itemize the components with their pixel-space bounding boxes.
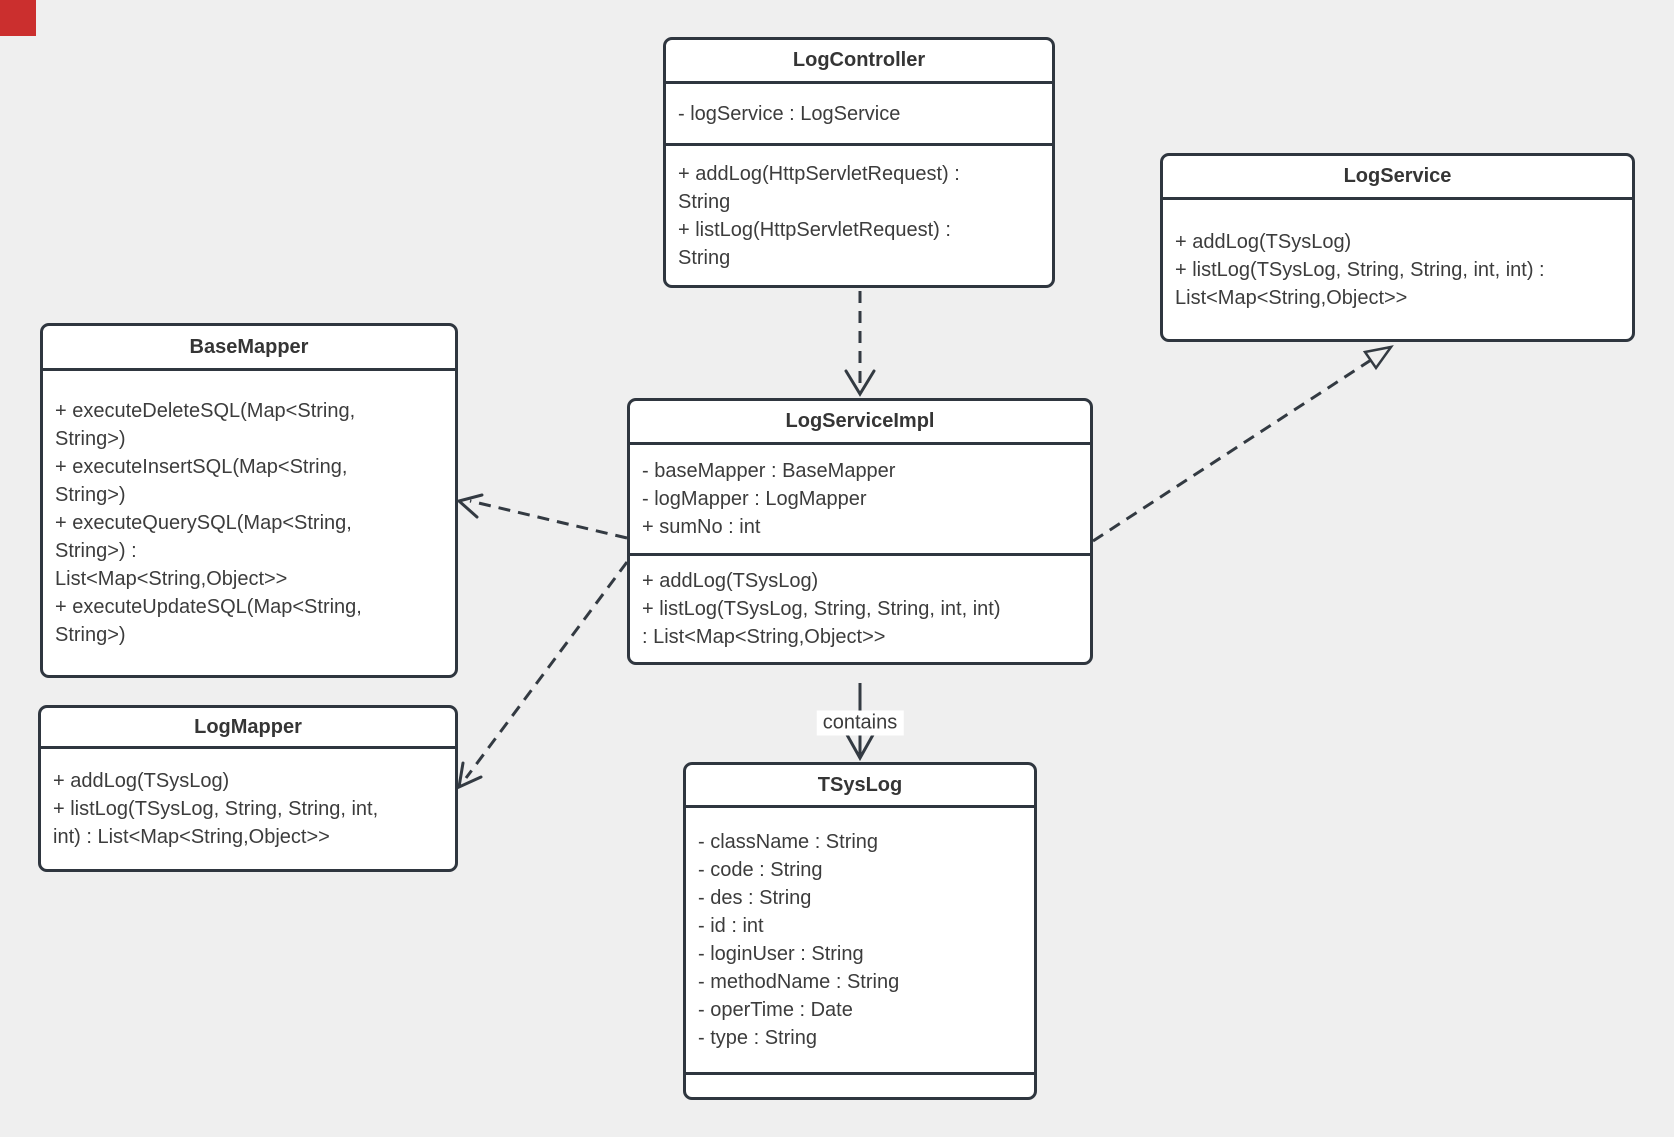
method: String>): [55, 484, 126, 506]
method: + executeUpdateSQL(Map<String,: [55, 596, 362, 618]
class-logcontroller[interactable]: LogController - logService : LogService …: [663, 37, 1055, 288]
arrowhead-open-basemapper: [455, 493, 484, 519]
attribute: - code : String: [698, 859, 823, 881]
attribute: - loginUser : String: [698, 943, 864, 965]
method: + executeDeleteSQL(Map<String,: [55, 400, 356, 422]
attributes-compartment: - className : String - code : String - d…: [686, 805, 1034, 1072]
class-title: BaseMapper: [189, 335, 309, 358]
method: + addLog(HttpServletRequest) :: [678, 162, 960, 185]
attribute: - className : String: [698, 831, 879, 853]
class-title: LogMapper: [194, 715, 302, 738]
method: String: [678, 190, 731, 213]
method: List<Map<String,Object>>: [55, 568, 288, 590]
class-tsyslog[interactable]: TSysLog - className : String - code : St…: [683, 762, 1037, 1100]
dependency-arrow-logserviceimpl-basemapper: [469, 499, 628, 540]
method: + executeInsertSQL(Map<String,: [55, 456, 348, 478]
method: + executeQuerySQL(Map<String,: [55, 512, 352, 534]
method: + addLog(TSysLog): [1175, 230, 1352, 253]
method: + listLog(TSysLog, String, String, int, …: [1175, 258, 1545, 281]
class-title: LogService: [1343, 165, 1452, 187]
method: String: [678, 246, 731, 269]
method: String>): [55, 428, 126, 450]
arrowhead-open-tsyslog: [844, 731, 876, 762]
method: String>) :: [55, 540, 137, 562]
contains-edge-label: contains: [816, 710, 904, 736]
class-title: LogController: [792, 49, 926, 71]
method: + listLog(TSysLog, String, String, int, …: [642, 598, 1001, 620]
class-logserviceimpl[interactable]: LogServiceImpl - baseMapper : BaseMapper…: [627, 398, 1093, 665]
attribute: - logMapper : LogMapper: [642, 488, 867, 510]
dependency-arrow-logserviceimpl-logmapper: [464, 561, 629, 779]
method: int) : List<Map<String,Object>>: [53, 826, 330, 848]
realization-arrow-logserviceimpl-logservice: [1092, 358, 1372, 543]
method: + listLog(TSysLog, String, String, int,: [53, 798, 379, 820]
attribute: - operTime : Date: [698, 999, 853, 1021]
methods-compartment: + executeDeleteSQL(Map<String, String>) …: [43, 368, 455, 675]
method: + addLog(TSysLog): [53, 770, 230, 792]
method: + listLog(HttpServletRequest) :: [678, 218, 951, 241]
attribute: - methodName : String: [698, 971, 900, 993]
arrowhead-open-logserviceimpl: [844, 369, 876, 397]
attribute: - id : int: [698, 915, 764, 937]
class-title: LogServiceImpl: [785, 410, 935, 432]
methods-compartment: + addLog(TSysLog) + listLog(TSysLog, Str…: [1163, 197, 1632, 339]
method: String>): [55, 624, 126, 646]
method: List<Map<String,Object>>: [1175, 286, 1408, 309]
attribute: - baseMapper : BaseMapper: [642, 460, 896, 482]
attributes-compartment: - baseMapper : BaseMapper - logMapper : …: [630, 442, 1090, 553]
class-logmapper[interactable]: LogMapper + addLog(TSysLog) + listLog(TS…: [38, 705, 458, 872]
attribute: + sumNo : int: [642, 516, 761, 538]
arrowhead-hollow-logservice: [1362, 345, 1394, 371]
method: : List<Map<String,Object>>: [642, 626, 886, 648]
attribute: - des : String: [698, 887, 812, 909]
arrowhead-open-logmapper: [457, 761, 483, 790]
attribute: - logService : LogService: [678, 102, 901, 125]
methods-compartment: + addLog(HttpServletRequest) : String + …: [666, 143, 1052, 285]
class-title: TSysLog: [817, 773, 903, 796]
methods-compartment: + addLog(TSysLog) + listLog(TSysLog, Str…: [41, 746, 455, 869]
red-corner-marker: [0, 0, 36, 36]
attribute: - type : String: [698, 1027, 817, 1049]
attributes-compartment: - logService : LogService: [666, 81, 1052, 143]
methods-compartment: + addLog(TSysLog) + listLog(TSysLog, Str…: [630, 553, 1090, 662]
class-basemapper[interactable]: BaseMapper + executeDeleteSQL(Map<String…: [40, 323, 458, 678]
class-logservice[interactable]: LogService + addLog(TSysLog) + listLog(T…: [1160, 153, 1635, 342]
empty-methods-compartment: [686, 1072, 1034, 1097]
method: + addLog(TSysLog): [642, 570, 819, 592]
